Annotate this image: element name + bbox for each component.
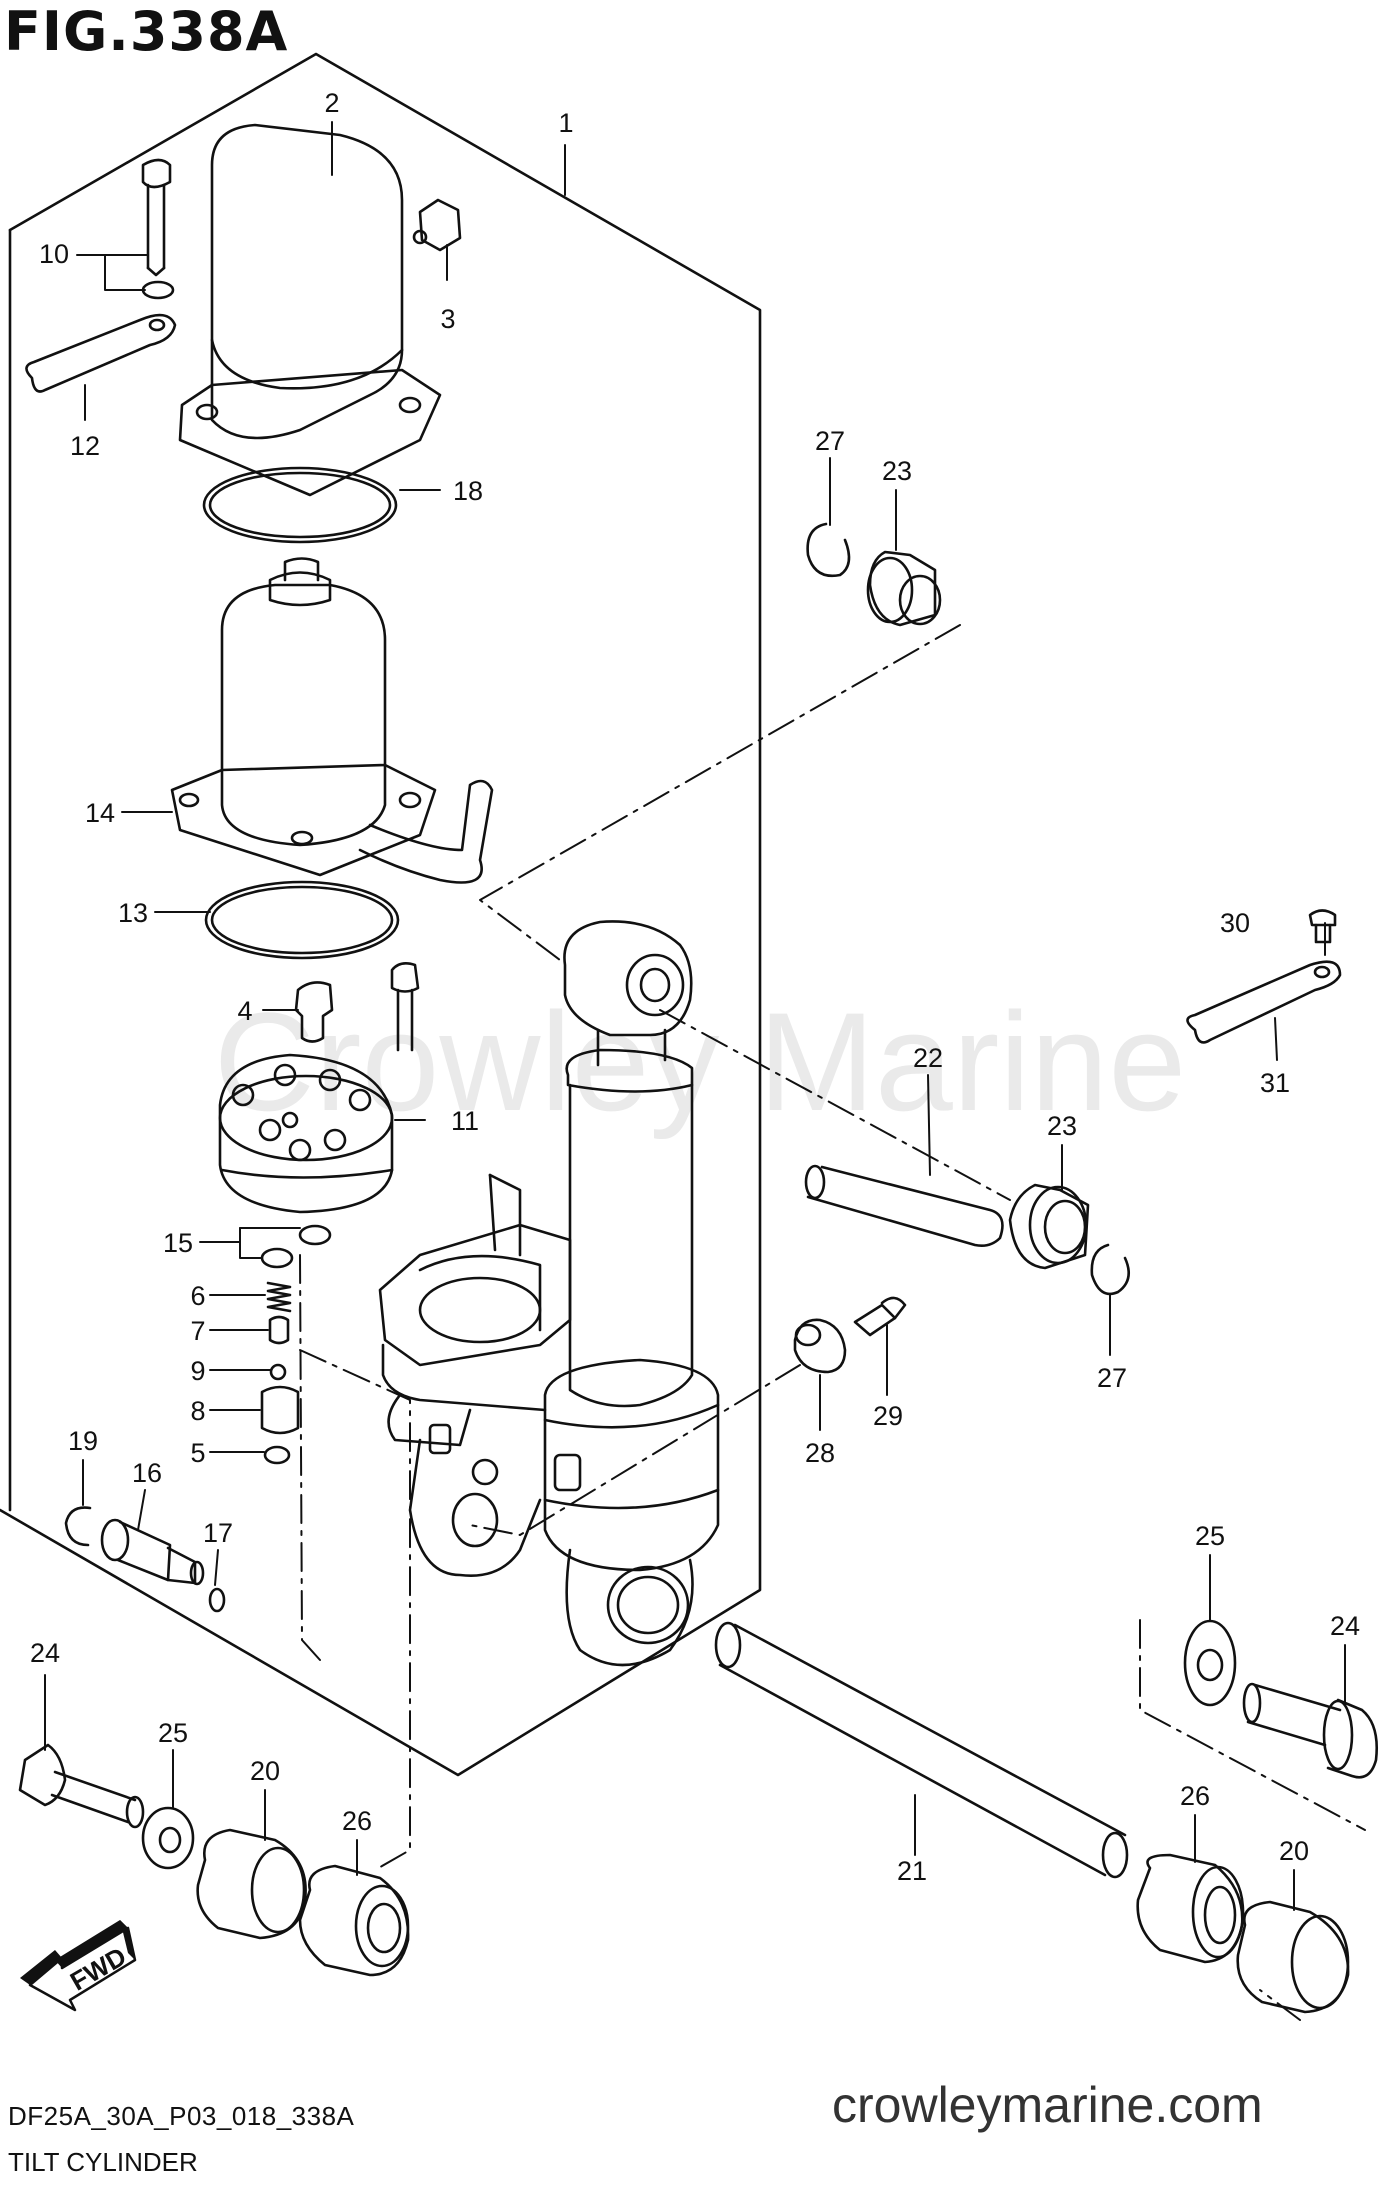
callout-part-3[interactable]: 3 xyxy=(440,304,455,334)
manual-release-valve xyxy=(100,1518,205,1586)
figure-title: FIG.338A xyxy=(4,0,289,63)
leader-pin-long xyxy=(1139,1619,1366,1831)
bushing-lower-left xyxy=(298,1864,410,1977)
o-ring-medium xyxy=(204,880,400,960)
lower-pin xyxy=(714,1621,1129,1879)
callout-part-25a[interactable]: 25 xyxy=(1195,1521,1225,1551)
fwd-arrow-icon: FWD xyxy=(20,1920,137,2012)
o-ring-small-b xyxy=(260,1247,294,1269)
callout-part-10[interactable]: 10 xyxy=(39,239,69,269)
callout-part-14[interactable]: 14 xyxy=(85,798,115,828)
ground-strap-right xyxy=(1186,960,1342,1044)
vent-plug xyxy=(412,198,462,252)
callout-part-22[interactable]: 22 xyxy=(913,1043,943,1073)
callout-part-15[interactable]: 15 xyxy=(163,1228,193,1258)
callout-part-20b[interactable]: 20 xyxy=(1279,1836,1309,1866)
o-ring-large-inner xyxy=(208,471,392,539)
callout-part-17[interactable]: 17 xyxy=(203,1518,233,1548)
assembly-outline xyxy=(0,52,762,1777)
callout-part-29[interactable]: 29 xyxy=(873,1401,903,1431)
callout-part-12[interactable]: 12 xyxy=(70,431,100,461)
leader-valve xyxy=(299,1254,321,1661)
o-ring-tiny xyxy=(263,1445,291,1465)
callout-part-26b[interactable]: 26 xyxy=(1180,1781,1210,1811)
footer-url[interactable]: crowleymarine.com xyxy=(832,2077,1263,2133)
snap-ring-upper xyxy=(806,522,851,578)
leader-pin xyxy=(659,1009,1011,1201)
o-ring-medium-inner xyxy=(210,885,394,955)
callout-part-16[interactable]: 16 xyxy=(132,1458,162,1488)
through-bolt-right xyxy=(1242,1682,1378,1779)
callout-part-30[interactable]: 30 xyxy=(1220,908,1250,938)
watermark-text: Crowley Marine xyxy=(214,983,1186,1140)
callout-part-5[interactable]: 5 xyxy=(190,1438,205,1468)
collar-right xyxy=(1236,1900,1350,2014)
collar-left xyxy=(196,1828,307,1940)
callout-part-23a[interactable]: 23 xyxy=(882,456,912,486)
callout-part-23b[interactable]: 23 xyxy=(1047,1111,1077,1141)
through-bolt-left xyxy=(18,1743,145,1829)
callout-part-8[interactable]: 8 xyxy=(190,1396,205,1426)
callout-labels: 1231012181413411156798519161727233031222… xyxy=(30,88,1360,1886)
strap-screw xyxy=(1308,909,1337,944)
callout-part-18[interactable]: 18 xyxy=(453,476,483,506)
callout-part-19[interactable]: 19 xyxy=(68,1426,98,1456)
callout-part-6[interactable]: 6 xyxy=(190,1281,205,1311)
pump-filter xyxy=(294,981,334,1043)
callout-part-20a[interactable]: 20 xyxy=(250,1756,280,1786)
snap-ring-middle xyxy=(1090,1243,1130,1296)
gear-pump xyxy=(218,1053,394,1214)
check-ball xyxy=(269,1363,287,1381)
callout-part-11[interactable]: 11 xyxy=(451,1106,479,1136)
callout-part-24a[interactable]: 24 xyxy=(30,1638,60,1668)
o-ring-large xyxy=(202,466,398,544)
tilt-motor xyxy=(170,557,494,884)
cylinder-body xyxy=(378,920,720,1667)
anode xyxy=(793,1318,847,1374)
ground-strap xyxy=(25,313,177,393)
callout-part-4[interactable]: 4 xyxy=(237,996,252,1026)
bushing-upper xyxy=(866,550,942,627)
callout-part-21[interactable]: 21 xyxy=(897,1856,927,1886)
washer-left xyxy=(141,1806,195,1870)
callout-part-31[interactable]: 31 xyxy=(1260,1068,1290,1098)
washer-right xyxy=(1183,1619,1237,1707)
callout-part-26a[interactable]: 26 xyxy=(342,1806,372,1836)
leader-top-bush xyxy=(479,624,961,961)
motor-cover xyxy=(178,123,442,497)
footer-diagram-name: TILT CYLINDER xyxy=(8,2147,198,2177)
valve-seat xyxy=(260,1385,300,1435)
leader-left-bottom xyxy=(299,1349,411,1871)
o-ring-small-a xyxy=(298,1224,332,1246)
callout-part-24b[interactable]: 24 xyxy=(1330,1611,1360,1641)
callout-part-2[interactable]: 2 xyxy=(324,88,339,118)
callout-part-9[interactable]: 9 xyxy=(190,1356,205,1386)
snap-ring-small xyxy=(64,1506,92,1547)
valve-pin xyxy=(268,1315,290,1345)
leader-bottom xyxy=(469,1364,801,1536)
pump-bolt xyxy=(390,962,420,1052)
callout-part-25b[interactable]: 25 xyxy=(158,1718,188,1748)
callout-part-27a[interactable]: 27 xyxy=(815,426,845,456)
callout-part-27b[interactable]: 27 xyxy=(1097,1363,1127,1393)
footer-diagram-code: DF25A_30A_P03_018_338A xyxy=(8,2101,355,2131)
bushing-middle xyxy=(1008,1183,1090,1270)
bushing-lower-right xyxy=(1136,1853,1245,1964)
o-ring-valve xyxy=(208,1587,226,1613)
callout-part-1[interactable]: 1 xyxy=(558,108,573,138)
valve-spring xyxy=(266,1281,292,1313)
callout-part-7[interactable]: 7 xyxy=(190,1316,205,1346)
cover-bolt xyxy=(141,158,175,300)
callout-part-13[interactable]: 13 xyxy=(118,898,148,928)
anode-bolt xyxy=(853,1296,907,1337)
upper-pin xyxy=(804,1164,1004,1247)
callout-part-28[interactable]: 28 xyxy=(805,1438,835,1468)
